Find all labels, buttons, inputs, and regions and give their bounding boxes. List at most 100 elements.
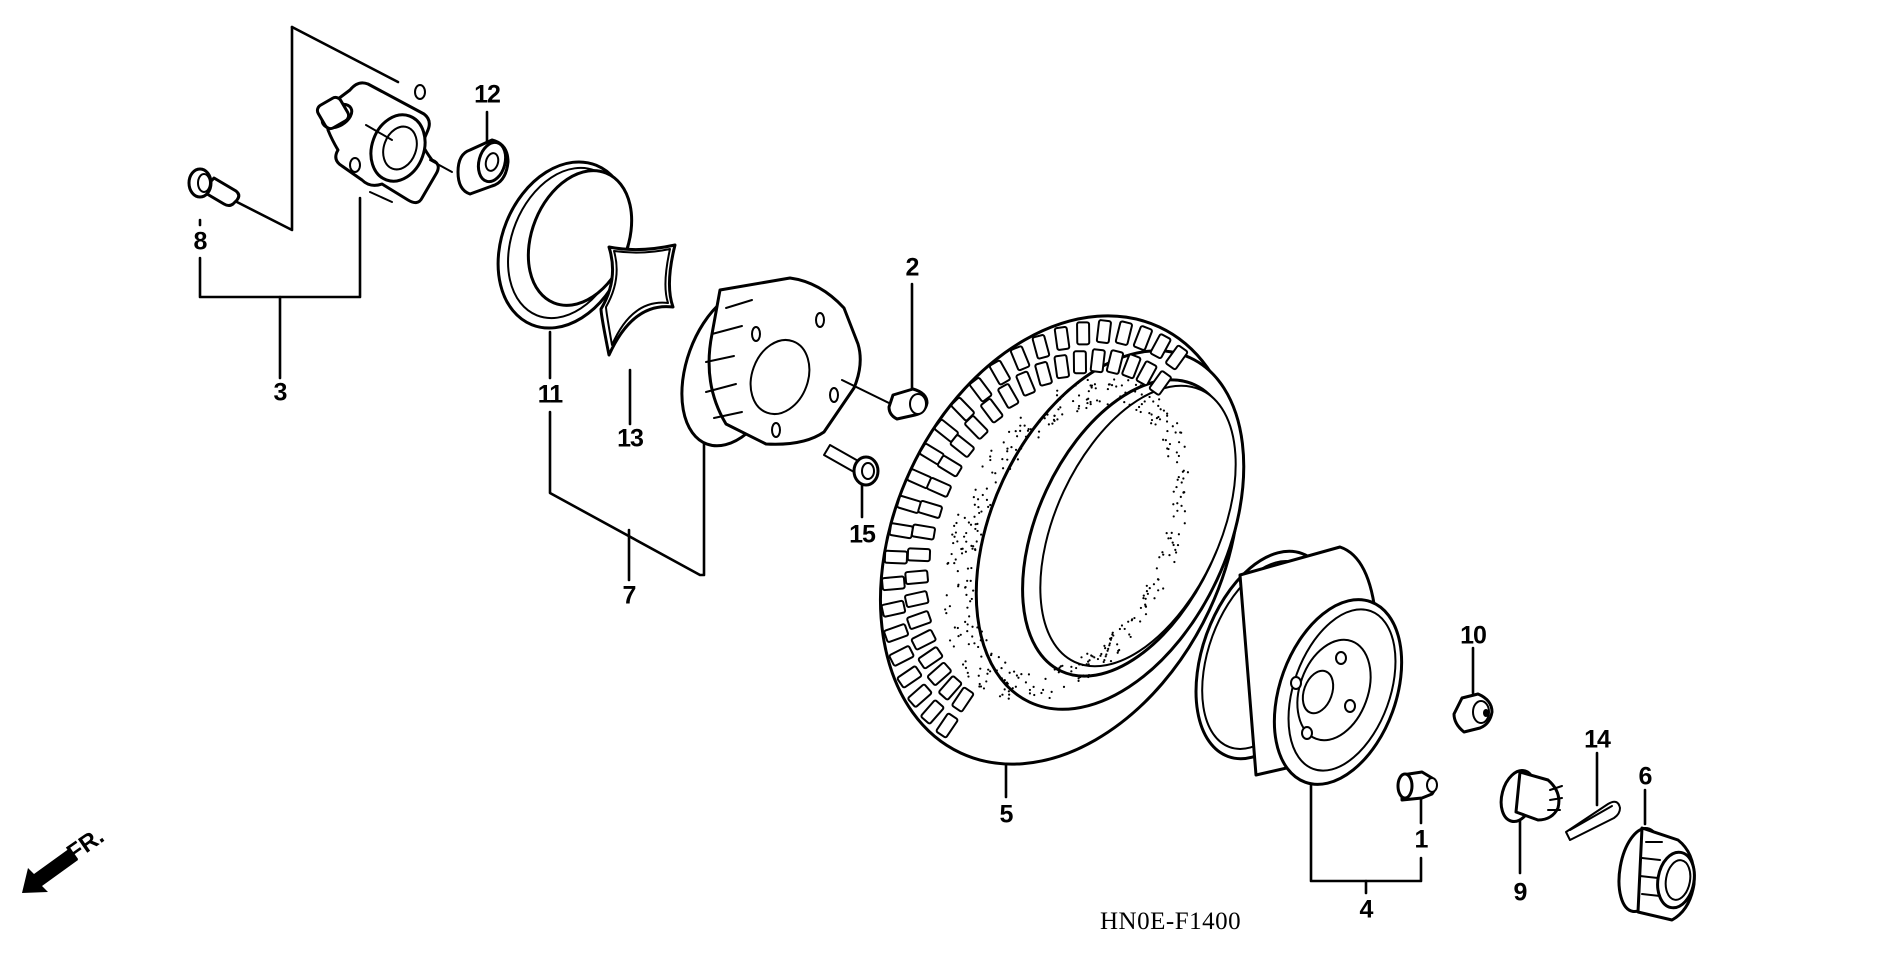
stipple-dot — [1078, 663, 1081, 666]
stipple-dot — [1131, 618, 1134, 621]
stipple-dot — [1164, 439, 1167, 442]
callout-12[interactable]: 12 — [474, 80, 501, 109]
stipple-dot — [1061, 394, 1065, 397]
tread-block — [907, 683, 933, 708]
stipple-dot — [953, 524, 956, 527]
callout-14[interactable]: 14 — [1584, 725, 1611, 754]
stipple-dot — [1087, 663, 1090, 666]
tread-block — [936, 454, 963, 478]
stipple-dot — [1001, 458, 1004, 461]
stipple-dot — [1156, 578, 1160, 581]
stipple-dot — [965, 531, 968, 535]
tread-block — [904, 569, 929, 586]
stipple-dot — [1032, 685, 1035, 689]
stipple-dot — [1154, 423, 1157, 426]
stipple-dot — [1071, 399, 1075, 403]
stipple-dot — [1090, 386, 1093, 389]
stipple-dot — [991, 666, 995, 669]
stipple-dot — [1087, 673, 1091, 677]
callout-11[interactable]: 11 — [537, 380, 563, 409]
stipple-dot — [960, 552, 964, 555]
stipple-dot — [1085, 406, 1088, 410]
hub-cap-nut-icon — [1617, 826, 1696, 922]
stipple-dot — [948, 639, 952, 642]
callout-13[interactable]: 13 — [617, 424, 644, 453]
stipple-dot — [1109, 637, 1112, 640]
stipple-dot — [971, 625, 974, 628]
stipple-dot — [957, 635, 960, 638]
stipple-dot — [1057, 408, 1060, 411]
stipple-dot — [977, 645, 980, 649]
stipple-dot — [1176, 422, 1179, 425]
callout-2[interactable]: 2 — [905, 253, 920, 282]
tread-block — [906, 610, 932, 630]
stipple-dot — [1089, 384, 1092, 387]
stipple-dot — [1093, 656, 1096, 659]
stipple-dot — [1056, 418, 1059, 421]
stipple-dot — [1016, 458, 1020, 461]
stipple-dot — [1177, 441, 1181, 444]
stipple-dot — [1014, 685, 1017, 688]
stipple-dot — [1019, 429, 1022, 432]
tread-block — [938, 675, 963, 701]
callout-8[interactable]: 8 — [193, 227, 208, 256]
valve-stem-icon — [1396, 770, 1438, 802]
stipple-dot — [1077, 394, 1081, 397]
tread-block — [1089, 348, 1106, 374]
callout-5[interactable]: 5 — [999, 800, 1014, 829]
stipple-dot — [1166, 429, 1169, 433]
callout-10[interactable]: 10 — [1460, 621, 1487, 650]
stipple-dot — [986, 672, 989, 675]
stipple-dot — [1135, 408, 1138, 412]
stipple-dot — [1186, 471, 1190, 474]
stipple-dot — [974, 488, 977, 491]
diagram-code: HN0E-F1400 — [1100, 908, 1242, 935]
stipple-dot — [1180, 481, 1183, 484]
callout-3[interactable]: 3 — [273, 378, 288, 407]
stipple-dot — [1081, 663, 1084, 667]
callout-1[interactable]: 1 — [1414, 825, 1429, 854]
stipple-dot — [985, 680, 988, 683]
stipple-dot — [994, 481, 997, 484]
tread-block — [888, 645, 915, 667]
stipple-dot — [1051, 422, 1054, 425]
tread-block — [1015, 370, 1036, 397]
stipple-dot — [1175, 485, 1178, 489]
stipple-dot — [1108, 642, 1111, 645]
stipple-dot — [1003, 688, 1006, 691]
stipple-dot — [1181, 470, 1184, 473]
stipple-dot — [1176, 509, 1179, 512]
stipple-dot — [1019, 416, 1022, 419]
stipple-dot — [1142, 594, 1145, 597]
tire-tread — [880, 319, 1189, 739]
stipple-dot — [952, 541, 955, 545]
callout-7[interactable]: 7 — [622, 581, 637, 610]
stipple-dot — [1086, 401, 1089, 405]
stipple-dot — [1062, 685, 1066, 689]
stipple-dot — [1070, 665, 1073, 668]
callout-15[interactable]: 15 — [849, 520, 876, 549]
stipple-dot — [951, 533, 954, 536]
stipple-dot — [967, 675, 970, 678]
stipple-dot — [1027, 673, 1031, 676]
callout-4[interactable]: 4 — [1359, 895, 1374, 924]
stipple-dot — [1167, 455, 1170, 458]
callout-9[interactable]: 9 — [1513, 878, 1528, 907]
callout-6[interactable]: 6 — [1638, 762, 1653, 791]
stipple-dot — [989, 503, 992, 507]
stipple-dot — [1087, 390, 1090, 393]
stipple-dot — [1172, 543, 1175, 547]
stipple-dot — [1028, 688, 1032, 692]
stipple-dot — [1162, 553, 1165, 556]
stipple-dot — [1104, 647, 1107, 650]
tread-block — [926, 661, 952, 686]
stipple-dot — [956, 626, 959, 630]
stipple-dot — [1179, 431, 1182, 434]
stipple-dot — [955, 521, 958, 525]
stipple-dot — [1139, 606, 1143, 610]
stipple-dot — [1168, 442, 1172, 446]
stipple-dot — [1118, 627, 1121, 631]
tread-block — [883, 623, 909, 643]
stipple-dot — [967, 643, 970, 646]
stipple-dot — [1140, 393, 1143, 396]
